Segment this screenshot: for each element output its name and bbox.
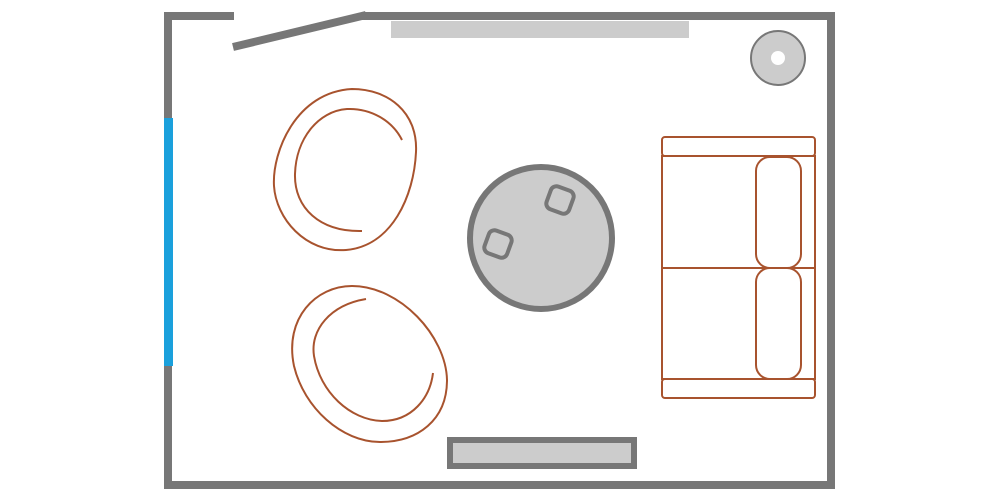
- floor-lamp-bulb: [771, 51, 785, 65]
- coffee-table-top: [467, 164, 615, 312]
- armchair-top-outer: [272, 87, 418, 252]
- window-left-wall: [164, 118, 173, 366]
- tv-console: [447, 437, 637, 469]
- ceiling-shelf: [391, 21, 689, 38]
- door-swing: [232, 11, 367, 51]
- sofa: [661, 136, 816, 399]
- armchair-bottom-inner: [312, 298, 434, 423]
- armchair-top: [272, 87, 418, 252]
- sofa-cushion-bottom: [755, 267, 802, 380]
- floor-lamp: [750, 30, 806, 86]
- sofa-arm-bottom: [661, 378, 816, 399]
- table-item-cup-1: [544, 184, 576, 216]
- armchair-bottom: [291, 284, 449, 444]
- round-coffee-table: [467, 164, 615, 312]
- sofa-arm-top: [661, 136, 816, 157]
- table-item-cup-2: [482, 228, 514, 260]
- sofa-cushion-top: [755, 156, 802, 269]
- armchair-bottom-outer: [291, 284, 449, 444]
- room-walls: [164, 12, 835, 489]
- armchair-top-inner: [293, 107, 403, 233]
